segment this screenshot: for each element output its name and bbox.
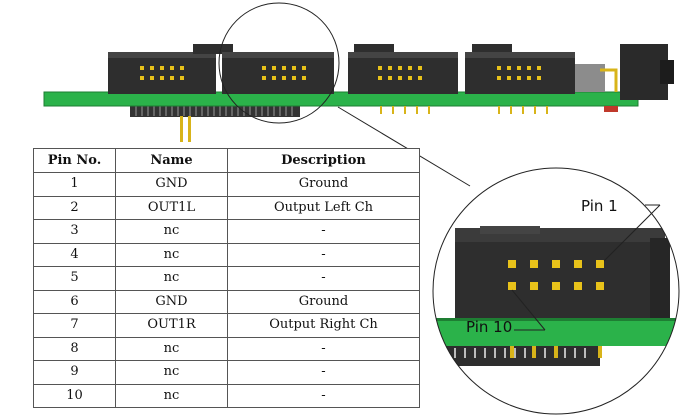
pin10-label: Pin 10: [466, 318, 512, 336]
pin-description-cell: Output Right Ch: [227, 313, 420, 338]
pin-no-cell: 7: [33, 313, 116, 338]
pin-description-cell: -: [227, 219, 420, 244]
pcb-board: [43, 44, 674, 142]
pin-description-cell: Ground: [227, 289, 420, 314]
pin-no-cell: 10: [33, 383, 116, 408]
pin-name-cell: nc: [115, 266, 228, 291]
zoom-view: Pin 1 Pin 10: [432, 167, 680, 415]
zoom-circle: [432, 167, 680, 415]
header-pin-no: Pin No.: [33, 148, 116, 173]
table-header-row: Pin No. Name Description: [33, 148, 420, 173]
pin-description-cell: -: [227, 383, 420, 408]
pin-name-cell: nc: [115, 383, 228, 408]
pin-name-cell: nc: [115, 219, 228, 244]
pin-no-cell: 3: [33, 219, 116, 244]
header-4: [465, 44, 575, 114]
header-description: Description: [227, 148, 420, 173]
header-3: [348, 44, 458, 114]
audio-jack: [575, 44, 674, 112]
pin-description-cell: -: [227, 360, 420, 385]
pin-no-cell: 6: [33, 289, 116, 314]
pin-name-cell: OUT1L: [115, 195, 228, 220]
header-2: [193, 44, 334, 94]
pin-no-cell: 1: [33, 172, 116, 197]
zoom-pins: [508, 260, 604, 290]
pin-name-cell: OUT1R: [115, 313, 228, 338]
pin-no-cell: 4: [33, 242, 116, 267]
header-1: [108, 52, 216, 94]
highlight-circle: [218, 2, 340, 124]
pin-name-cell: nc: [115, 360, 228, 385]
header-name: Name: [115, 148, 228, 173]
pin-no-cell: 5: [33, 266, 116, 291]
pin-name-cell: nc: [115, 242, 228, 267]
pcb: [43, 91, 639, 107]
pin-name-cell: GND: [115, 289, 228, 314]
pin1-label: Pin 1: [581, 197, 618, 215]
pin-description-cell: Output Left Ch: [227, 195, 420, 220]
pin-name-cell: nc: [115, 336, 228, 361]
pin-description-cell: Ground: [227, 172, 420, 197]
pin-no-cell: 8: [33, 336, 116, 361]
zoom-leader-line: [337, 106, 471, 187]
pin-description-cell: -: [227, 242, 420, 267]
pin-description-cell: -: [227, 266, 420, 291]
pin-no-cell: 2: [33, 195, 116, 220]
pin-name-cell: GND: [115, 172, 228, 197]
pin-description-cell: -: [227, 336, 420, 361]
pin-no-cell: 9: [33, 360, 116, 385]
